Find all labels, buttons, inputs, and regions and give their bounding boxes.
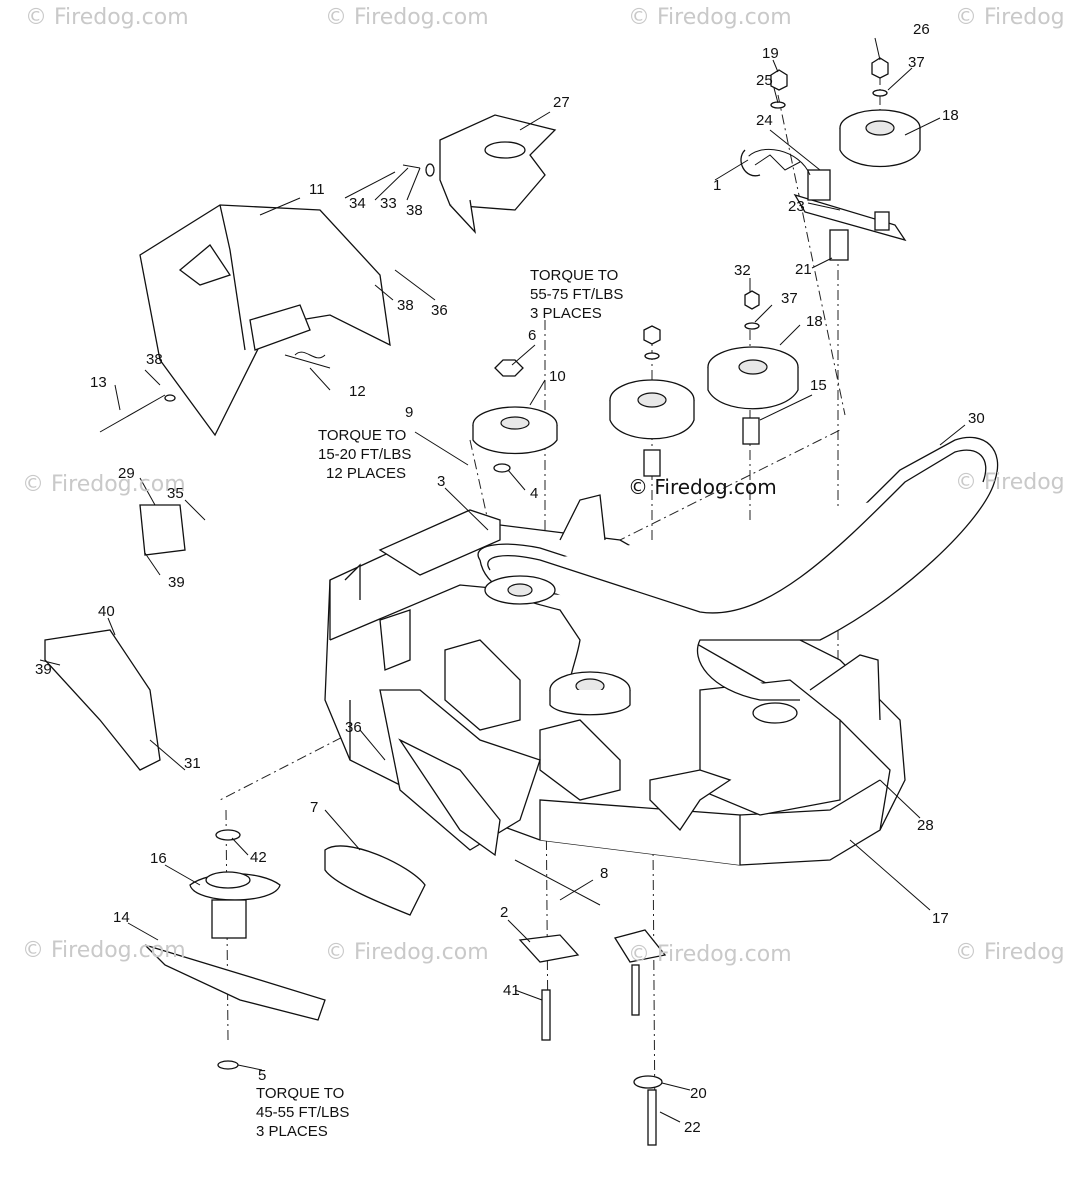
callout-5: 5	[258, 1067, 267, 1084]
callout-30: 30	[968, 410, 985, 427]
hardware	[44, 163, 601, 906]
idler-arm	[740, 148, 907, 261]
callout-42: 42	[250, 849, 267, 866]
blade-spindle-assembly	[144, 829, 667, 1146]
callout-17: 17	[932, 910, 949, 927]
callout-11: 11	[309, 181, 325, 198]
center-watermark: © Firedog.com	[628, 475, 777, 499]
callout-40: 40	[98, 603, 115, 620]
callout-16: 16	[150, 850, 167, 867]
callout-18: 18	[806, 313, 823, 330]
callout-1: 1	[713, 177, 722, 194]
callout-38: 38	[397, 297, 414, 314]
callout-33: 33	[380, 195, 397, 212]
callout-35: 35	[167, 485, 184, 502]
callout-20: 20	[690, 1085, 707, 1102]
callout-18: 18	[942, 107, 959, 124]
callout-34: 34	[349, 195, 366, 212]
callout-10: 10	[549, 368, 566, 385]
callout-9: 9	[405, 404, 414, 421]
callout-2: 2	[500, 904, 509, 921]
callout-19: 19	[762, 45, 779, 62]
watermark: © Firedog.com	[325, 940, 489, 965]
callout-15: 15	[810, 377, 827, 394]
callout-39: 39	[35, 661, 52, 678]
callout-38: 38	[406, 202, 423, 219]
callout-21: 21	[795, 261, 812, 278]
callout-13: 13	[90, 374, 107, 391]
watermark: © Firedog.com	[325, 5, 489, 30]
callout-14: 14	[113, 909, 130, 926]
callout-24: 24	[756, 112, 773, 129]
callout-41: 41	[503, 982, 520, 999]
discharge-chute	[139, 204, 391, 437]
callout-7: 7	[310, 799, 319, 816]
callout-32: 32	[734, 262, 751, 279]
callout-29: 29	[118, 465, 135, 482]
leader-lines	[39, 37, 966, 1123]
callout-8: 8	[600, 865, 609, 882]
watermark: © Firedog.com	[628, 5, 792, 30]
watermark: © Firedog.com	[25, 5, 189, 30]
callout-23: 23	[788, 198, 805, 215]
callout-27: 27	[553, 94, 570, 111]
callout-37: 37	[908, 54, 925, 71]
callout-38: 38	[146, 351, 163, 368]
callout-12: 12	[349, 383, 366, 400]
watermark: © Firedog.com	[955, 940, 1066, 965]
callout-4: 4	[530, 485, 539, 502]
watermark: © Firedog.com	[955, 470, 1066, 495]
watermark: © Firedog.com	[22, 938, 186, 963]
callout-22: 22	[684, 1119, 701, 1136]
callout-39: 39	[168, 574, 185, 591]
callout-36: 36	[431, 302, 448, 319]
callout-26: 26	[913, 21, 930, 38]
deck-pulleys	[484, 575, 631, 716]
belt-cover-bracket	[439, 114, 557, 235]
callout-25: 25	[756, 72, 773, 89]
watermark: © Firedog.com	[628, 942, 792, 967]
callout-37: 37	[781, 290, 798, 307]
upper-pulleys	[472, 57, 921, 477]
callout-6: 6	[528, 327, 537, 344]
watermark: © Firedog.com	[22, 472, 186, 497]
watermark: © Firedog.com	[955, 5, 1066, 30]
callout-36: 36	[345, 719, 362, 736]
callout-3: 3	[437, 473, 446, 490]
callout-28: 28	[917, 817, 934, 834]
callout-31: 31	[184, 755, 201, 772]
